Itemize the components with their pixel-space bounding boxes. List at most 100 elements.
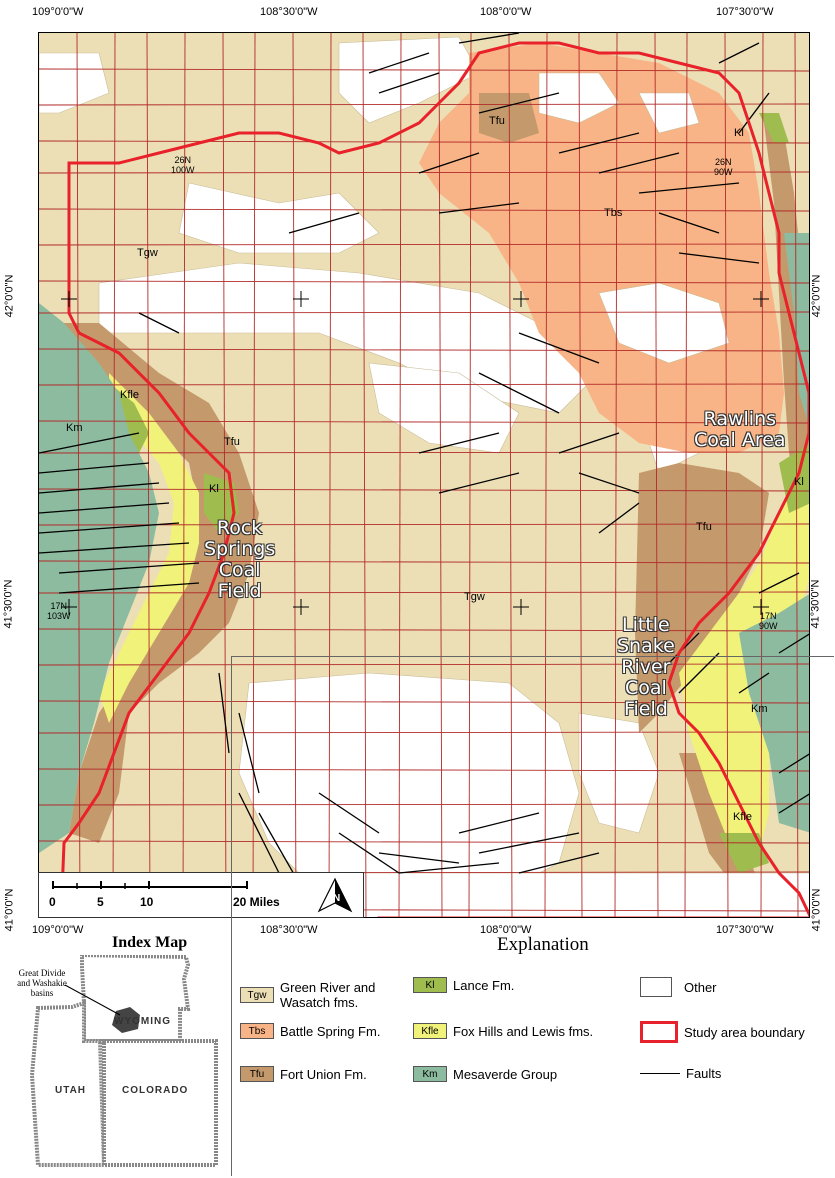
grid-line-v <box>508 33 513 917</box>
grid-line-v <box>544 33 548 917</box>
unit-tfu-east <box>635 463 769 733</box>
legend-item-faults: Faults <box>640 1066 721 1081</box>
grid-line-h <box>39 280 809 284</box>
coord-left-3: 41°0'0"N <box>3 888 16 932</box>
unit-other-tbs-3 <box>638 92 700 134</box>
swatch-kl: Kl <box>413 977 447 993</box>
unit-km-ne <box>784 233 809 427</box>
coord-left-1: 42°0'0"N <box>3 274 16 318</box>
grid-line-h <box>39 731 809 734</box>
grid-line-h <box>39 803 809 806</box>
township-label-4: 17N 90W <box>759 611 778 631</box>
unit-kfle-west <box>99 373 199 723</box>
label-kfle-1: Kfle <box>120 389 139 401</box>
label-kl-3: Kl <box>794 476 804 488</box>
grid-line-v <box>328 33 332 917</box>
legend-label-km: Mesaverde Group <box>453 1066 558 1082</box>
swatch-boundary <box>640 1021 678 1043</box>
graticule-cross <box>61 291 77 307</box>
utah-shape <box>29 1000 107 1167</box>
grid-line-h <box>39 768 809 772</box>
graticule-cross <box>293 291 309 307</box>
unit-other-c2 <box>368 362 520 454</box>
scale-tick-0: 0 <box>49 895 56 909</box>
label-tfu-2: Tfu <box>224 436 240 448</box>
coord-top-4: 107°30'0"W <box>716 6 774 18</box>
township-label-1: 26N 100W <box>171 155 195 175</box>
wyoming-shape <box>80 955 191 1043</box>
index-map-note: Great Divide and Washakie basins <box>17 968 67 998</box>
grid-line-v <box>724 33 729 917</box>
legend-item-boundary: Study area boundary <box>640 1021 805 1043</box>
unit-other-north <box>338 36 480 124</box>
state-label-wyoming: WYOMING <box>114 1016 171 1027</box>
grid-line-v <box>760 33 764 917</box>
legend-item-tgw: Tgw Green River and Wasatch fms. <box>240 980 375 1010</box>
grid-line-h <box>39 840 809 844</box>
unit-km-west <box>39 303 159 853</box>
legend-item-tfu: Tfu Fort Union Fm. <box>240 1066 367 1082</box>
area-label-little-snake: Little Snake River Coal Field <box>617 614 675 720</box>
grid-line-v <box>112 33 116 917</box>
study-area-boundary <box>59 41 809 917</box>
label-tgw-2: Tgw <box>464 591 485 603</box>
scale-bar: 0 5 10 20 Miles N <box>38 872 364 918</box>
legend-item-km: Km Mesaverde Group <box>413 1066 557 1082</box>
coord-bottom-2: 108°30'0"W <box>260 924 318 936</box>
grid-line-h <box>39 523 809 526</box>
legend-label-faults: Faults <box>686 1066 722 1081</box>
label-kfle-2: Kfle <box>733 811 752 823</box>
unit-other-c3 <box>178 182 380 254</box>
coord-top-1: 109°0'0"W <box>32 6 84 18</box>
label-kl-1: Kl <box>734 127 744 139</box>
coord-top-2: 108°30'0"W <box>260 6 318 18</box>
grid-line-h <box>39 560 809 564</box>
legend-label-boundary: Study area boundary <box>684 1024 805 1040</box>
grid-line-h <box>39 68 809 72</box>
swatch-tgw: Tgw <box>240 987 274 1003</box>
grid-line-v <box>76 33 81 917</box>
grid-line-h <box>39 591 809 594</box>
north-arrow-icon: N <box>317 877 353 913</box>
graticule-cross <box>293 599 309 615</box>
label-tfu-3: Tfu <box>696 521 712 533</box>
grid-line-v <box>292 33 297 917</box>
colorado-shape <box>102 1039 218 1167</box>
grid-line-h <box>39 208 809 212</box>
unit-km-east <box>739 594 809 833</box>
grid-line-v <box>578 33 583 917</box>
coord-bottom-4: 107°30'0"W <box>716 924 774 936</box>
graticule-cross <box>753 599 769 615</box>
grid-line-v <box>438 33 443 917</box>
graticule-cross <box>753 291 769 307</box>
grid-line-h <box>39 451 809 454</box>
township-label-3: 17N 103W <box>47 601 71 621</box>
swatch-other <box>640 977 672 997</box>
coord-bottom-3: 108°0'0"W <box>480 924 532 936</box>
grid-line-h <box>39 103 809 106</box>
scale-tick-20: 20 Miles <box>233 895 280 909</box>
basins-shape <box>112 1007 140 1033</box>
legend-item-tbs: Tbs Battle Spring Fm. <box>240 1023 380 1039</box>
svg-text:N: N <box>333 893 340 904</box>
coord-top-3: 108°0'0"W <box>480 6 532 18</box>
index-map <box>29 955 218 1167</box>
grid-line-h <box>39 628 809 632</box>
graticule-cross <box>513 291 529 307</box>
legend-item-kl: Kl Lance Fm. <box>413 977 514 993</box>
coord-left-2: 41°30'0"N <box>2 579 15 629</box>
label-tgw-1: Tgw <box>137 247 158 259</box>
explanation-panel <box>231 656 834 1176</box>
unit-other-west <box>39 52 110 114</box>
scale-bar-graphic <box>52 881 248 889</box>
coord-right-2: 41°30'0"N <box>809 579 822 629</box>
grid-line-v <box>222 33 227 917</box>
basins-leader-line <box>64 984 121 1016</box>
coord-bottom-1: 109°0'0"W <box>32 924 84 936</box>
legend-label-other: Other <box>684 979 717 995</box>
legend-label-kl: Lance Fm. <box>453 977 515 993</box>
grid-line-h <box>39 420 809 424</box>
label-tbs: Tbs <box>604 207 623 219</box>
scale-tick-10: 10 <box>140 895 154 909</box>
faults <box>39 33 809 884</box>
